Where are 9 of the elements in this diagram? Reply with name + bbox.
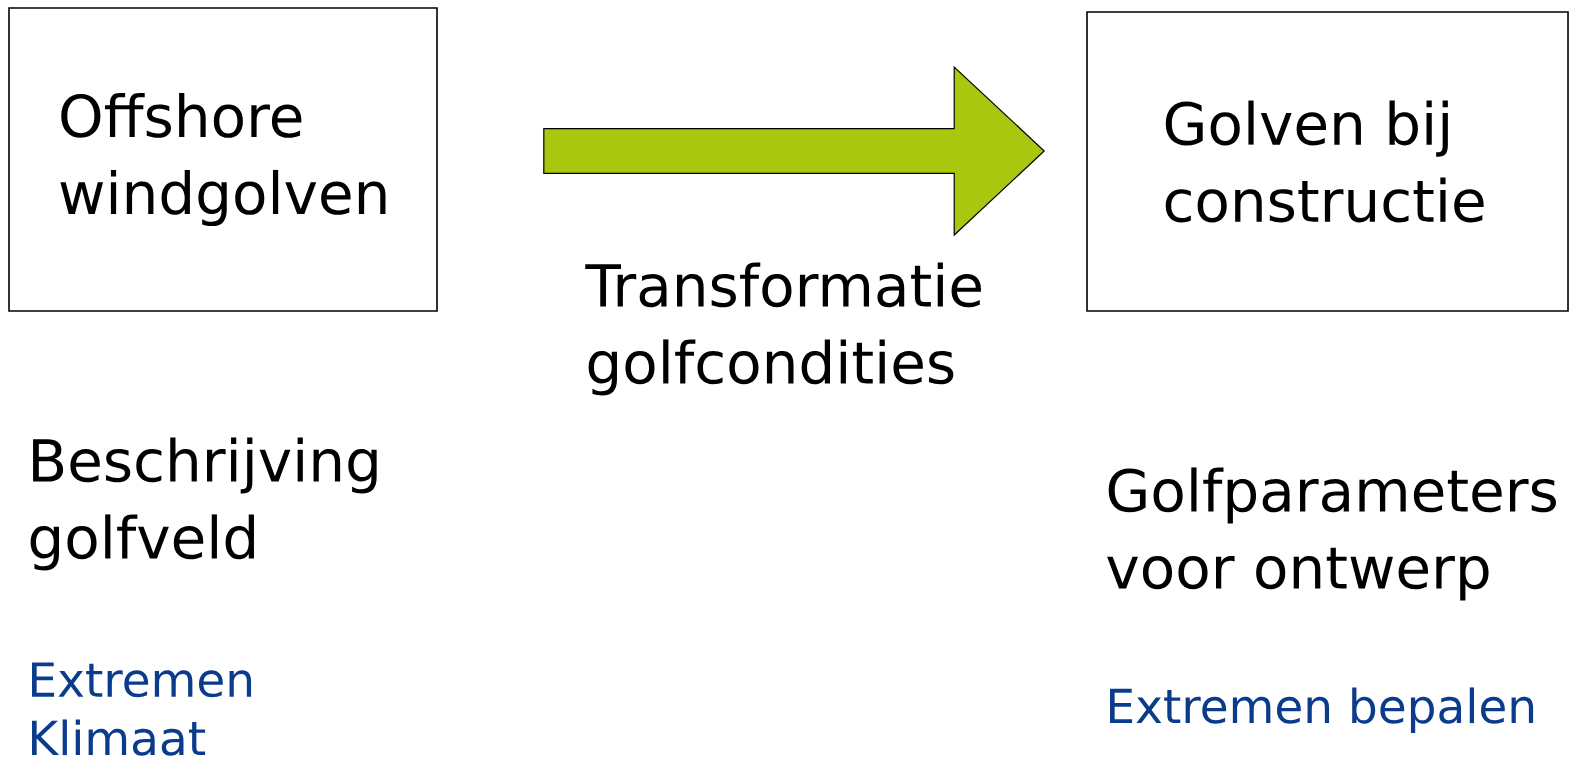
label-text: Extremen <box>32 662 252 698</box>
label-text: Transformatie golfcondities <box>585 262 981 396</box>
label-text: Beschrijving golfveld <box>30 437 377 571</box>
process-box: Offshore windgolven <box>8 7 438 312</box>
block-arrow <box>543 65 1046 237</box>
process-box: Golven bij constructie <box>1086 11 1569 312</box>
label-text: Klimaat <box>32 719 206 756</box>
label-text: Golfparameters voor ontwerp <box>1107 467 1556 601</box>
label-text: Extremen bepalen <box>1110 687 1534 733</box>
